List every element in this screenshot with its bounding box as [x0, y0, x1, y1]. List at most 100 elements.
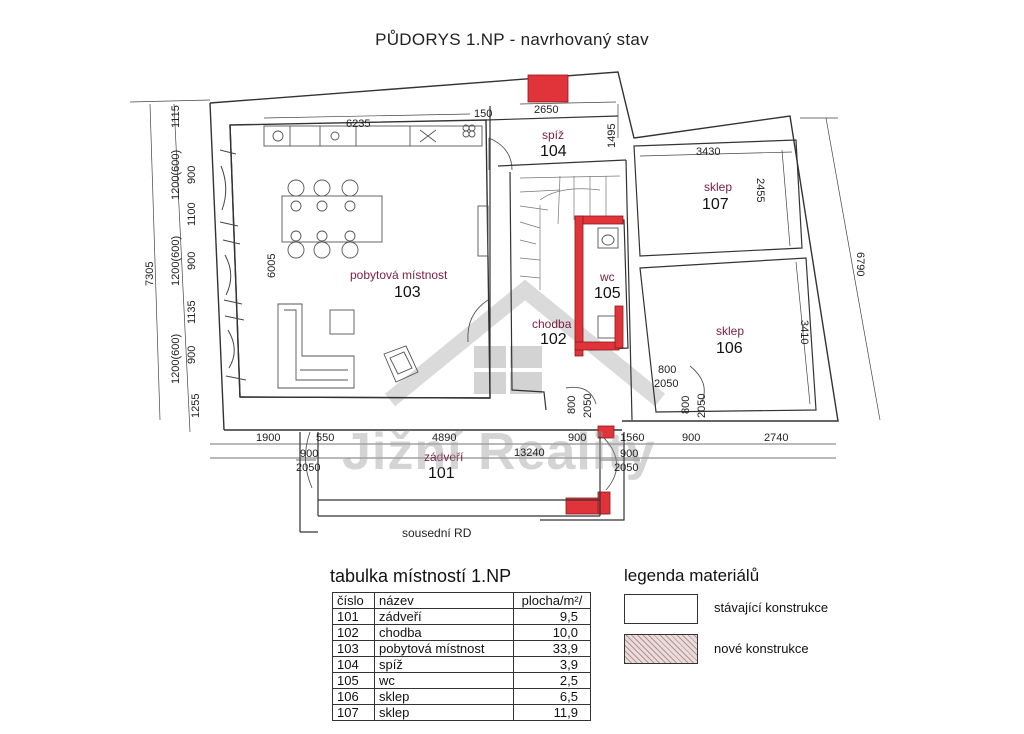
dim-door-right-h: 2050 [614, 462, 639, 474]
dim-door106-b: 2050 [696, 393, 708, 418]
dim-overall-right: 6790 [854, 252, 866, 277]
cell-cislo: 102 [332, 624, 375, 641]
dim-bottom-1: 1900 [256, 432, 281, 444]
dim-door101-w: 900 [300, 448, 319, 460]
page-title: PŮDORYS 1.NP - navrhovaný stav [375, 30, 649, 49]
sofa-set [277, 303, 419, 389]
chimney-element [477, 205, 489, 257]
dim-sklep107-depth: 2455 [754, 178, 766, 203]
dim-left-4: 1100 [186, 202, 198, 226]
dim-sklep106-depth: 3410 [798, 320, 810, 345]
dim-bottom-3: 4890 [432, 432, 457, 444]
vestibule-walls [299, 432, 625, 533]
cell-nazev: sklep [374, 704, 514, 721]
col-nazev: název [374, 592, 514, 609]
room-106-name: sklep [716, 324, 745, 338]
dim-overall-left: 7305 [144, 261, 156, 286]
room-103-number: 103 [394, 284, 421, 301]
dim-door102-a: 800 [566, 395, 578, 414]
dim-bottom-2: 550 [316, 432, 335, 444]
neighbor-label: sousední RD [402, 526, 472, 540]
cell-plocha: 9,5 [513, 608, 591, 625]
cell-plocha: 6,5 [513, 688, 591, 705]
cell-nazev: zádveří [374, 608, 514, 625]
dim-left-1: 1115 [170, 105, 182, 128]
wc-fixtures [597, 227, 621, 339]
dim-door102-b: 2050 [582, 393, 594, 418]
dim-left-9: 900 [186, 345, 198, 364]
room-104-number: 104 [540, 143, 567, 160]
dim-door106-a: 800 [680, 395, 692, 414]
legend-label-new: nové konstrukce [714, 641, 809, 656]
dim-bottom-4: 900 [568, 432, 587, 444]
cell-cislo: 103 [332, 640, 375, 657]
legend-swatch-new [624, 634, 698, 664]
dim-left-6: 900 [186, 251, 198, 270]
room-table-title: tabulka místností 1.NP [330, 566, 512, 586]
dim-door101-h: 2050 [296, 462, 321, 474]
dim-door106-h: 2050 [654, 378, 679, 390]
room-table-header: číslo název plocha/m²/ [332, 592, 591, 609]
dim-left-2: 1200(600) [170, 149, 182, 200]
room-104-name: spíž [542, 128, 565, 142]
dim-left-8: 1200(600) [170, 333, 182, 384]
new-construction [527, 74, 624, 515]
legend-swatch-existing [624, 594, 698, 624]
dim-door-right-w: 900 [620, 448, 639, 460]
cell-cislo: 106 [332, 688, 375, 705]
cell-cislo: 101 [332, 608, 375, 625]
room-102-number: 102 [540, 331, 567, 348]
dim-top-kitchen: 6235 [346, 118, 371, 130]
cell-cislo: 107 [332, 704, 375, 721]
dimension-lines [129, 99, 881, 461]
dim-left-3: 900 [186, 165, 198, 184]
watermark-text: Jižní Reality [342, 423, 656, 481]
dim-bottom-6: 900 [682, 432, 701, 444]
dim-door106-w: 800 [658, 364, 677, 376]
room-101-number: 101 [428, 465, 455, 482]
cell-plocha: 33,9 [513, 640, 591, 657]
legend-label-existing: stávající konstrukce [714, 600, 829, 615]
room-107-name: sklep [704, 180, 733, 194]
room-105-name: wc [600, 270, 615, 284]
dim-left-10: 1255 [190, 393, 202, 418]
cell-plocha: 10,0 [513, 624, 591, 641]
cell-cislo: 105 [332, 672, 375, 689]
dim-bottom-5: 1560 [620, 432, 645, 444]
room-105-number: 105 [594, 285, 621, 302]
dim-top-small: 150 [474, 108, 493, 120]
room-102-name: chodba [532, 317, 572, 331]
windows-left [219, 149, 247, 381]
dim-overall-bottom: 13240 [514, 447, 545, 459]
cell-cislo: 104 [332, 656, 375, 673]
kitchen-counter [263, 124, 483, 147]
cell-plocha: 11,9 [513, 704, 591, 721]
cell-nazev: sklep [374, 688, 514, 705]
cell-nazev: pobytová místnost [374, 640, 514, 657]
floor-plan-drawing [129, 71, 881, 533]
dim-sklep107-width: 3430 [696, 146, 721, 158]
room-107-number: 107 [702, 196, 729, 213]
dining-table [281, 179, 383, 259]
cell-nazev: wc [374, 672, 514, 689]
room-103-name: pobytová místnost [350, 268, 448, 282]
room-106-number: 106 [716, 340, 743, 357]
dim-left-7: 1135 [186, 300, 198, 324]
dim-room103-depth: 6005 [266, 253, 278, 278]
col-cislo: číslo [332, 592, 375, 609]
col-plocha: plocha/m²/ [513, 592, 591, 609]
legend-title: legenda materiálů [624, 566, 760, 585]
cell-plocha: 3,9 [513, 656, 591, 673]
stair [519, 175, 621, 290]
door-arcs [305, 137, 705, 491]
dim-bottom-7: 2740 [764, 432, 789, 444]
